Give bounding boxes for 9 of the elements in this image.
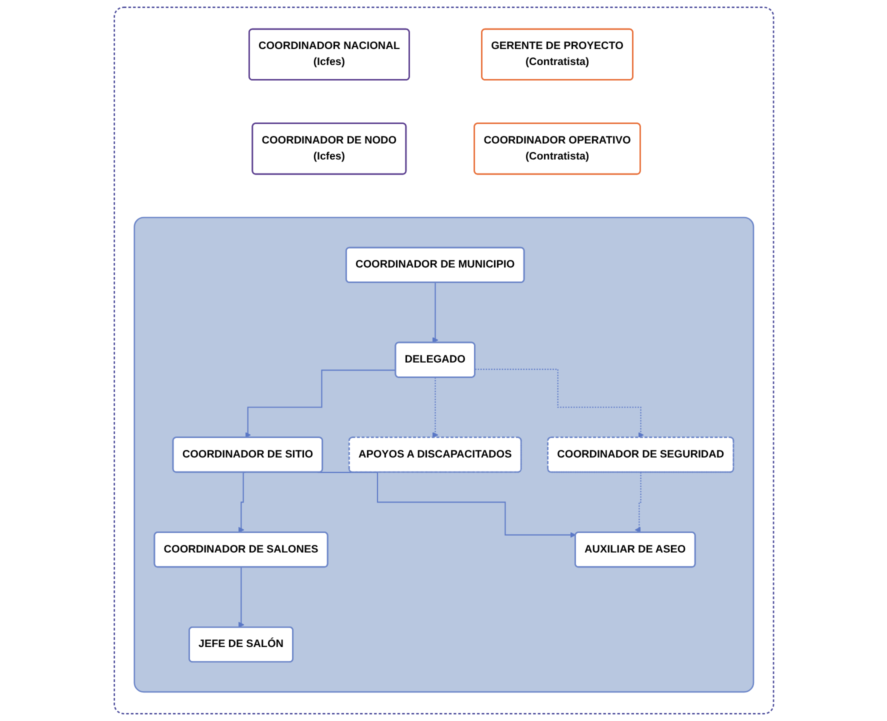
arrow (238, 566, 244, 628)
cluster (113, 6, 774, 714)
arrow (432, 377, 438, 438)
arrow (634, 472, 642, 533)
arrow (238, 472, 246, 533)
arrow (474, 368, 644, 438)
arrow (432, 282, 438, 344)
arrow (244, 370, 396, 438)
cluster (133, 216, 754, 693)
